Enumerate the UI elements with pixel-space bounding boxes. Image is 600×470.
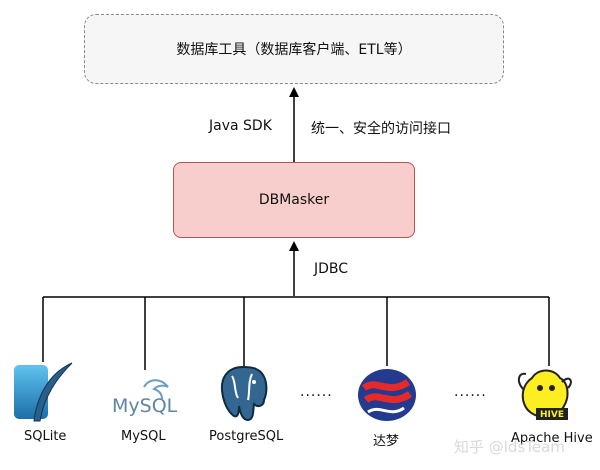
unified-access-label: 统一、安全的访问接口 <box>311 121 451 137</box>
dbmasker-label: DBMasker <box>258 192 330 208</box>
database-tools-box: 数据库工具（数据库客户端、ETL等） <box>84 14 504 84</box>
sqlite-logo-icon <box>10 361 76 427</box>
ellipsis-left: ...... <box>300 384 333 400</box>
dameng-logo-icon <box>356 366 418 428</box>
java-sdk-label: Java SDK <box>209 118 272 134</box>
ellipsis-right: ...... <box>454 384 487 400</box>
postgresql-elephant-icon <box>212 362 274 428</box>
database-label-dameng: 达梦 <box>373 434 400 449</box>
database-label-postgresql: PostgreSQL <box>209 429 284 444</box>
database-label-mysql: MySQL <box>121 429 166 444</box>
hive-bee-icon: HIVE <box>510 364 574 432</box>
mysql-logo-icon: MySQL <box>110 373 182 423</box>
hive-logo-text: HIVE <box>540 410 564 420</box>
watermark: 知乎 @ldsTeam <box>454 438 565 456</box>
database-tools-label: 数据库工具（数据库客户端、ETL等） <box>176 42 412 58</box>
dbmasker-box: DBMasker <box>173 162 415 238</box>
database-label-sqlite: SQLite <box>24 429 67 444</box>
jdbc-label: JDBC <box>314 261 349 277</box>
mysql-logo-text: MySQL <box>112 395 178 417</box>
database-label-hive: Apache Hive <box>511 431 593 446</box>
